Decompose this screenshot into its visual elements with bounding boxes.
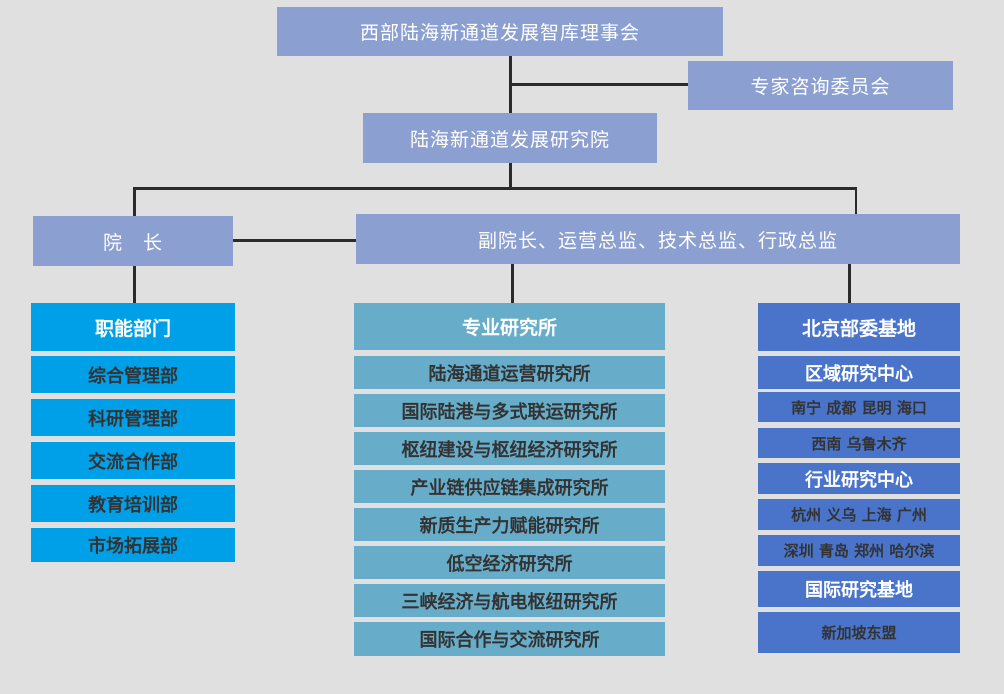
industry-center-cities: 深圳 青岛 郑州 哈尔滨 bbox=[758, 535, 960, 566]
deputies-box: 副院长、运营总监、技术总监、行政总监 bbox=[356, 214, 960, 264]
research-institute-item: 陆海通道运营研究所 bbox=[354, 356, 665, 389]
functional-department-item: 综合管理部 bbox=[31, 356, 235, 393]
connector-line bbox=[848, 263, 851, 303]
beijing-ministry-base-header: 北京部委基地 bbox=[758, 303, 960, 351]
functional-department-item: 科研管理部 bbox=[31, 399, 235, 436]
international-research-base-header: 国际研究基地 bbox=[758, 571, 960, 607]
regional-center-cities: 南宁 成都 昆明 海口 bbox=[758, 392, 960, 422]
functional-departments-header: 职能部门 bbox=[31, 303, 235, 351]
dean-box: 院 长 bbox=[33, 216, 233, 266]
connector-line bbox=[511, 263, 514, 303]
research-institute-item: 新质生产力赋能研究所 bbox=[354, 508, 665, 541]
functional-department-item: 市场拓展部 bbox=[31, 528, 235, 562]
research-institute-item: 国际陆港与多式联运研究所 bbox=[354, 394, 665, 427]
council-box: 西部陆海新通道发展智库理事会 bbox=[277, 7, 723, 56]
regional-center-cities: 西南 乌鲁木齐 bbox=[758, 428, 960, 458]
connector-line bbox=[133, 187, 857, 190]
international-base-item: 新加坡东盟 bbox=[758, 612, 960, 653]
regional-research-center-header: 区域研究中心 bbox=[758, 356, 960, 389]
research-institutes-header: 专业研究所 bbox=[354, 303, 665, 350]
connector-line bbox=[510, 83, 688, 86]
expert-committee-box: 专家咨询委员会 bbox=[688, 61, 953, 110]
institute-box: 陆海新通道发展研究院 bbox=[363, 113, 657, 163]
industry-center-cities: 杭州 义乌 上海 广州 bbox=[758, 499, 960, 530]
industry-research-center-header: 行业研究中心 bbox=[758, 463, 960, 494]
research-institute-item: 产业链供应链集成研究所 bbox=[354, 470, 665, 503]
connector-line bbox=[855, 187, 857, 215]
functional-department-item: 交流合作部 bbox=[31, 442, 235, 479]
research-institute-item: 三峡经济与航电枢纽研究所 bbox=[354, 584, 665, 617]
research-institute-item: 枢纽建设与枢纽经济研究所 bbox=[354, 432, 665, 465]
research-institute-item: 低空经济研究所 bbox=[354, 546, 665, 579]
functional-department-item: 教育培训部 bbox=[31, 485, 235, 522]
research-institute-item: 国际合作与交流研究所 bbox=[354, 622, 665, 656]
connector-line bbox=[232, 239, 356, 242]
